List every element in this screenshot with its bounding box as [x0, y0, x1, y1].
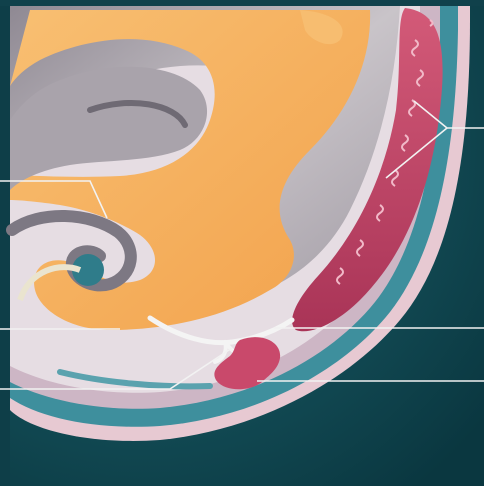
- top-frame: [0, 0, 484, 6]
- left-frame: [0, 0, 10, 486]
